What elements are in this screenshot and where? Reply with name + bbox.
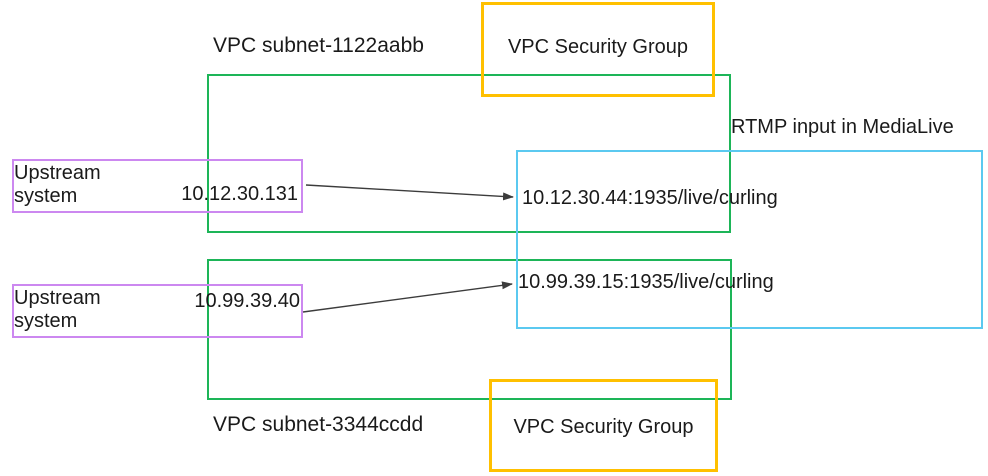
vpc-security-group-2-box bbox=[489, 379, 718, 472]
vpc-security-group-2-label: VPC Security Group bbox=[513, 416, 694, 438]
upstream-system-2-ip: 10.99.39.40 bbox=[194, 290, 300, 312]
vpc-security-group-1-label: VPC Security Group bbox=[507, 36, 689, 58]
medialive-input-label: RTMP input in MediaLive bbox=[731, 116, 954, 138]
vpc-security-group-1-box bbox=[481, 2, 715, 97]
medialive-input-box bbox=[516, 150, 983, 329]
rtmp-endpoint-2: 10.99.39.15:1935/live/curling bbox=[518, 271, 774, 293]
vpc-subnet-2-label: VPC subnet-3344ccdd bbox=[213, 413, 424, 436]
rtmp-endpoint-1: 10.12.30.44:1935/live/curling bbox=[522, 187, 778, 209]
upstream-system-1-ip: 10.12.30.131 bbox=[181, 183, 298, 205]
upstream-system-1-label: Upstream system bbox=[14, 162, 101, 207]
vpc-subnet-2-box bbox=[207, 259, 732, 400]
vpc-subnet-1-label: VPC subnet-1122aabb bbox=[213, 34, 424, 57]
upstream-system-2-label: Upstream system bbox=[14, 287, 101, 332]
upstream-system-2-box bbox=[12, 284, 303, 338]
vpc-subnet-1-box bbox=[207, 74, 731, 233]
upstream-system-1-box bbox=[12, 159, 303, 213]
